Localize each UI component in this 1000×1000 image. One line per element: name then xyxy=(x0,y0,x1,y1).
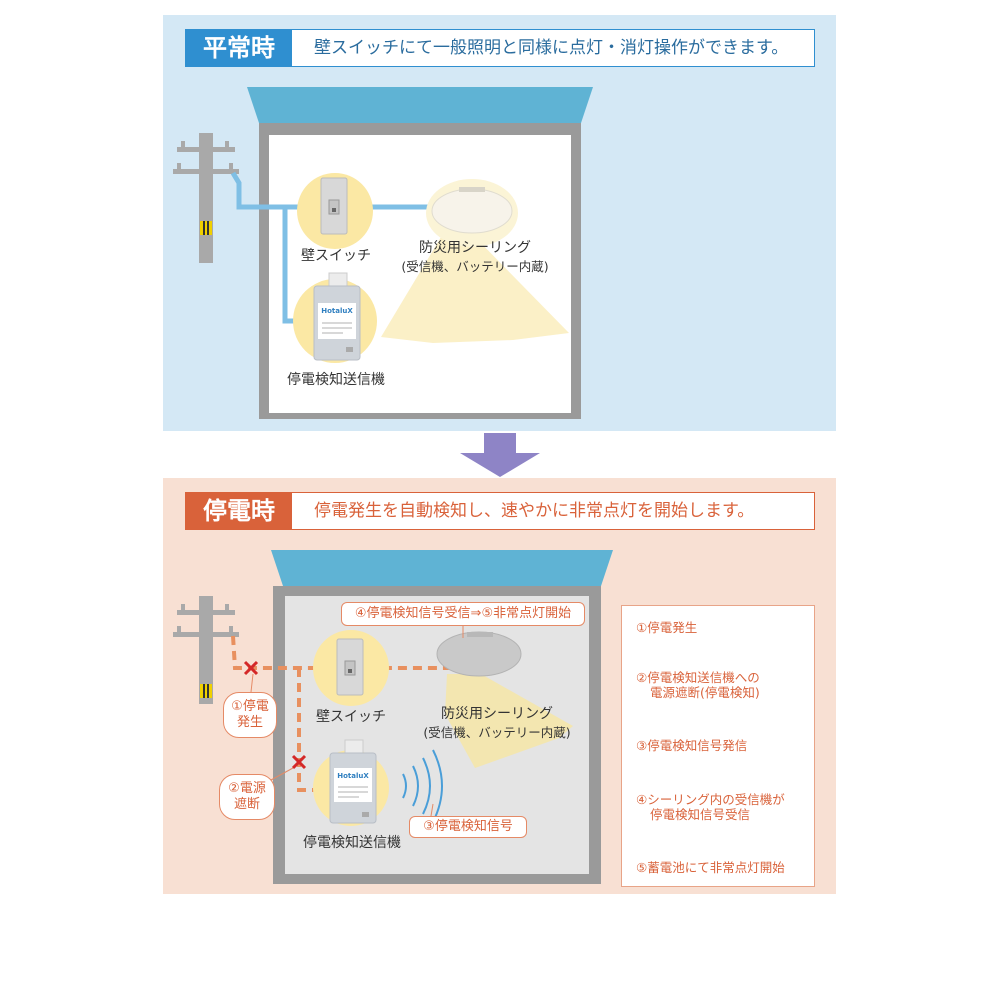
wall-switch-icon xyxy=(336,638,364,696)
outage-header: 停電時 停電発生を自動検知し、速やかに非常点灯を開始します。 xyxy=(185,492,815,530)
power-wire-dashed xyxy=(231,635,451,670)
normal-tag: 平常時 xyxy=(186,30,292,66)
light-beam xyxy=(381,237,569,343)
outage-switch-label: 壁スイッチ xyxy=(316,709,386,725)
normal-ceiling-label: 防災用シーリング xyxy=(419,240,531,256)
wall-switch-icon xyxy=(320,177,348,235)
ceiling-light-icon xyxy=(436,631,522,677)
normal-panel: 平常時 壁スイッチにて一般照明と同様に点灯・消灯操作ができます。 xyxy=(163,15,836,431)
outage-ceiling-sublabel: (受信機、バッテリー内蔵) xyxy=(423,725,571,740)
down-arrow-icon xyxy=(460,433,540,477)
outage-bubble: ①停電 発生 xyxy=(223,692,277,738)
power-wire-branch-dashed xyxy=(297,668,315,792)
step-3: ③停電検知信号発信 xyxy=(636,738,748,753)
utility-pole-icon xyxy=(173,133,239,263)
steps-box: ①停電発生 ②停電検知送信機への 電源遮断(停電検知) ③停電検知信号発信 ④シ… xyxy=(621,605,815,887)
outage-ceiling-label: 防災用シーリング xyxy=(441,706,553,722)
outage-description: 停電発生を自動検知し、速やかに非常点灯を開始します。 xyxy=(314,501,755,521)
cutoff-bubble-line2: 遮断 xyxy=(233,797,260,812)
cut-mark-icon xyxy=(291,754,307,770)
outage-tag: 停電時 xyxy=(186,493,292,529)
step-1: ①停電発生 xyxy=(636,620,698,635)
outage-bubble-line1: ①停電 xyxy=(231,699,269,714)
ceiling-light-icon xyxy=(426,179,518,247)
outage-transmitter-label: 停電検知送信機 xyxy=(303,835,401,851)
cutoff-bubble-line1: ②電源 xyxy=(228,781,266,796)
receive-callout: ④停電検知信号受信⇒⑤非常点灯開始 xyxy=(341,602,585,626)
svg-text:HotaluX: HotaluX xyxy=(337,772,369,780)
normal-ceiling-sublabel: (受信機、バッテリー内蔵) xyxy=(401,259,549,274)
house-roof xyxy=(247,87,593,123)
normal-diagram: HotaluX xyxy=(173,87,593,419)
svg-text:HotaluX: HotaluX xyxy=(321,307,353,315)
normal-header: 平常時 壁スイッチにて一般照明と同様に点灯・消灯操作ができます。 xyxy=(185,29,815,67)
signal-wave-icon xyxy=(402,749,443,823)
light-beam xyxy=(445,674,573,768)
step-2: ②停電検知送信機への 電源遮断(停電検知) xyxy=(636,670,760,700)
normal-transmitter-label: 停電検知送信機 xyxy=(287,372,385,388)
house-roof xyxy=(271,550,613,586)
normal-switch-label: 壁スイッチ xyxy=(301,248,371,264)
normal-description: 壁スイッチにて一般照明と同様に点灯・消灯操作ができます。 xyxy=(314,38,789,58)
outage-bubble-line2: 発生 xyxy=(236,715,263,730)
outage-panel: 停電時 停電発生を自動検知し、速やかに非常点灯を開始します。 xyxy=(163,478,836,894)
cut-mark-icon xyxy=(243,660,259,676)
transmitter-icon: HotaluX xyxy=(313,272,361,361)
transmitter-icon: HotaluX xyxy=(329,739,377,824)
utility-pole-icon xyxy=(173,596,239,704)
step-4: ④シーリング内の受信機が 停電検知信号受信 xyxy=(636,792,785,822)
signal-callout: ③停電検知信号 xyxy=(409,816,527,838)
step-5: ⑤蓄電池にて非常点灯開始 xyxy=(636,860,785,875)
cutoff-bubble: ②電源 遮断 xyxy=(219,774,275,820)
